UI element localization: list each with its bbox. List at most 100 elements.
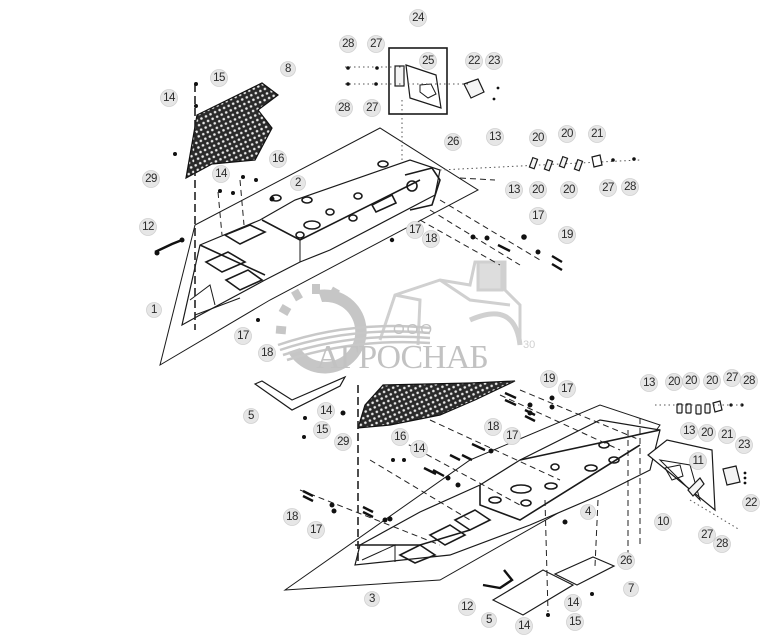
callout-12[interactable]: 12 (139, 218, 157, 236)
callout-14[interactable]: 14 (410, 440, 428, 458)
callout-23[interactable]: 23 (735, 436, 753, 454)
callout-8[interactable]: 8 (280, 61, 296, 77)
callout-16[interactable]: 16 (269, 150, 287, 168)
callout-20[interactable]: 20 (558, 125, 576, 143)
callout-circle (444, 133, 462, 151)
latch-22 (463, 78, 485, 99)
callout-27[interactable]: 27 (363, 99, 381, 117)
callout-21[interactable]: 21 (588, 125, 606, 143)
callout-14[interactable]: 14 (515, 617, 533, 635)
callout-17[interactable]: 17 (529, 207, 547, 225)
watermark-name: АГРОСНАБ (316, 339, 488, 376)
callout-number: 23 (488, 55, 500, 67)
callout-circle (307, 521, 325, 539)
callout-number: 14 (518, 620, 531, 632)
callout-20[interactable]: 20 (703, 372, 721, 390)
callout-18[interactable]: 18 (422, 230, 440, 248)
callout-19[interactable]: 19 (558, 226, 576, 244)
callout-15[interactable]: 15 (210, 69, 228, 87)
callout-24[interactable]: 24 (409, 9, 427, 27)
callout-20[interactable]: 20 (665, 373, 683, 391)
callout-number: 20 (532, 132, 544, 144)
callout-28[interactable]: 28 (713, 535, 731, 553)
callout-number: 13 (508, 184, 520, 196)
callout-20[interactable]: 20 (529, 129, 547, 147)
callout-13[interactable]: 13 (680, 422, 698, 440)
callout-circle (564, 594, 582, 612)
callout-21[interactable]: 21 (718, 426, 736, 444)
callout-circle (406, 221, 424, 239)
callout-27[interactable]: 27 (367, 35, 385, 53)
callout-5[interactable]: 5 (481, 612, 497, 628)
callout-5[interactable]: 5 (243, 408, 259, 424)
callout-28[interactable]: 28 (740, 372, 758, 390)
callout-20[interactable]: 20 (682, 372, 700, 390)
callout-22[interactable]: 22 (465, 52, 483, 70)
callout-number: 20 (668, 376, 680, 388)
callout-26[interactable]: 26 (444, 133, 462, 151)
callout-14[interactable]: 14 (564, 594, 582, 612)
callout-17[interactable]: 17 (406, 221, 424, 239)
callout-20[interactable]: 20 (529, 181, 547, 199)
callout-11[interactable]: 11 (689, 452, 707, 470)
callout-circle (703, 372, 721, 390)
callout-20[interactable]: 20 (698, 424, 716, 442)
callout-17[interactable]: 17 (234, 327, 252, 345)
callout-29[interactable]: 29 (142, 170, 160, 188)
callout-28[interactable]: 28 (621, 178, 639, 196)
callout-25[interactable]: 25 (419, 52, 437, 70)
callout-circle (234, 327, 252, 345)
callout-number: 17 (561, 383, 573, 395)
callout-19[interactable]: 19 (540, 370, 558, 388)
callout-12[interactable]: 12 (458, 598, 476, 616)
callout-number: 26 (447, 136, 459, 148)
callout-15[interactable]: 15 (566, 613, 584, 631)
callout-29[interactable]: 29 (334, 433, 352, 451)
callout-number: 5 (248, 410, 254, 422)
callout-number: 20 (701, 427, 713, 439)
callout-17[interactable]: 17 (503, 427, 521, 445)
callout-13[interactable]: 13 (486, 128, 504, 146)
callout-number: 21 (591, 128, 603, 140)
callout-18[interactable]: 18 (283, 508, 301, 526)
callout-16[interactable]: 16 (391, 428, 409, 446)
callout-circle (146, 302, 162, 318)
callout-14[interactable]: 14 (160, 89, 178, 107)
callout-28[interactable]: 28 (335, 99, 353, 117)
callout-14[interactable]: 14 (317, 402, 335, 420)
callout-27[interactable]: 27 (698, 526, 716, 544)
callout-circle (588, 125, 606, 143)
callout-1[interactable]: 1 (146, 302, 162, 318)
callout-circle (334, 433, 352, 451)
callout-22[interactable]: 22 (742, 494, 760, 512)
callout-circle (558, 125, 576, 143)
callout-20[interactable]: 20 (560, 181, 578, 199)
callout-26[interactable]: 26 (617, 552, 635, 570)
callout-number: 27 (370, 38, 382, 50)
callout-17[interactable]: 17 (558, 380, 576, 398)
callout-7[interactable]: 7 (623, 581, 639, 597)
callout-15[interactable]: 15 (313, 421, 331, 439)
callout-circle (515, 617, 533, 635)
callout-14[interactable]: 14 (212, 165, 230, 183)
callout-18[interactable]: 18 (258, 344, 276, 362)
callout-28[interactable]: 28 (339, 35, 357, 53)
callout-number: 2 (295, 177, 301, 189)
bolts-lower (302, 391, 594, 617)
callout-18[interactable]: 18 (484, 418, 502, 436)
callout-4[interactable]: 4 (580, 504, 596, 520)
callout-circle (335, 99, 353, 117)
callout-23[interactable]: 23 (485, 52, 503, 70)
callout-17[interactable]: 17 (307, 521, 325, 539)
callout-27[interactable]: 27 (599, 179, 617, 197)
callout-27[interactable]: 27 (723, 369, 741, 387)
callout-10[interactable]: 10 (654, 513, 672, 531)
callout-circle (617, 552, 635, 570)
callout-13[interactable]: 13 (505, 181, 523, 199)
callout-3[interactable]: 3 (364, 591, 380, 607)
callout-number: 13 (643, 377, 655, 389)
callout-2[interactable]: 2 (290, 175, 306, 191)
callout-13[interactable]: 13 (640, 374, 658, 392)
callout-number: 12 (142, 221, 154, 233)
